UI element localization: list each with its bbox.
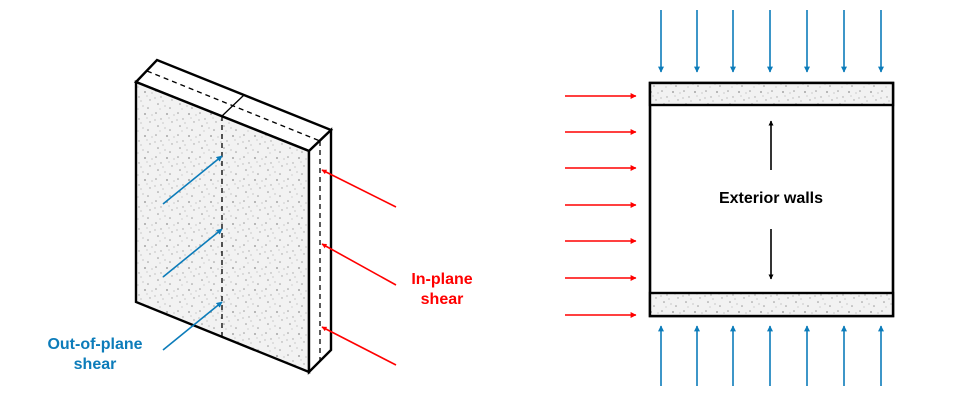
panel-top-dashed-line — [146, 70, 321, 142]
bottom-load-arrows — [658, 325, 884, 386]
wall-panel-icon — [133, 58, 334, 375]
side-load-arrows — [565, 93, 637, 318]
bottom-exterior-wall — [648, 291, 895, 318]
arrow-diagonal-icon — [162, 228, 223, 278]
out-of-plane-label-line2: shear — [74, 356, 117, 373]
panel-top-center-tick — [221, 94, 245, 117]
out-of-plane-label-line1: Out-of-plane — [47, 336, 142, 353]
arrow-diagonal-icon — [162, 301, 223, 351]
in-plane-label-line2: shear — [421, 291, 464, 308]
out-of-plane-arrows — [162, 155, 223, 351]
exterior-walls-label: Exterior walls — [719, 190, 823, 207]
top-exterior-wall — [648, 81, 895, 107]
top-load-arrows — [658, 10, 884, 73]
in-plane-arrows — [321, 169, 397, 366]
arrow-left-icon — [321, 243, 397, 286]
arrow-left-icon — [321, 326, 397, 366]
arrow-left-icon — [321, 169, 397, 208]
arrow-diagonal-icon — [162, 155, 223, 205]
in-plane-label-line1: In-plane — [411, 271, 472, 288]
